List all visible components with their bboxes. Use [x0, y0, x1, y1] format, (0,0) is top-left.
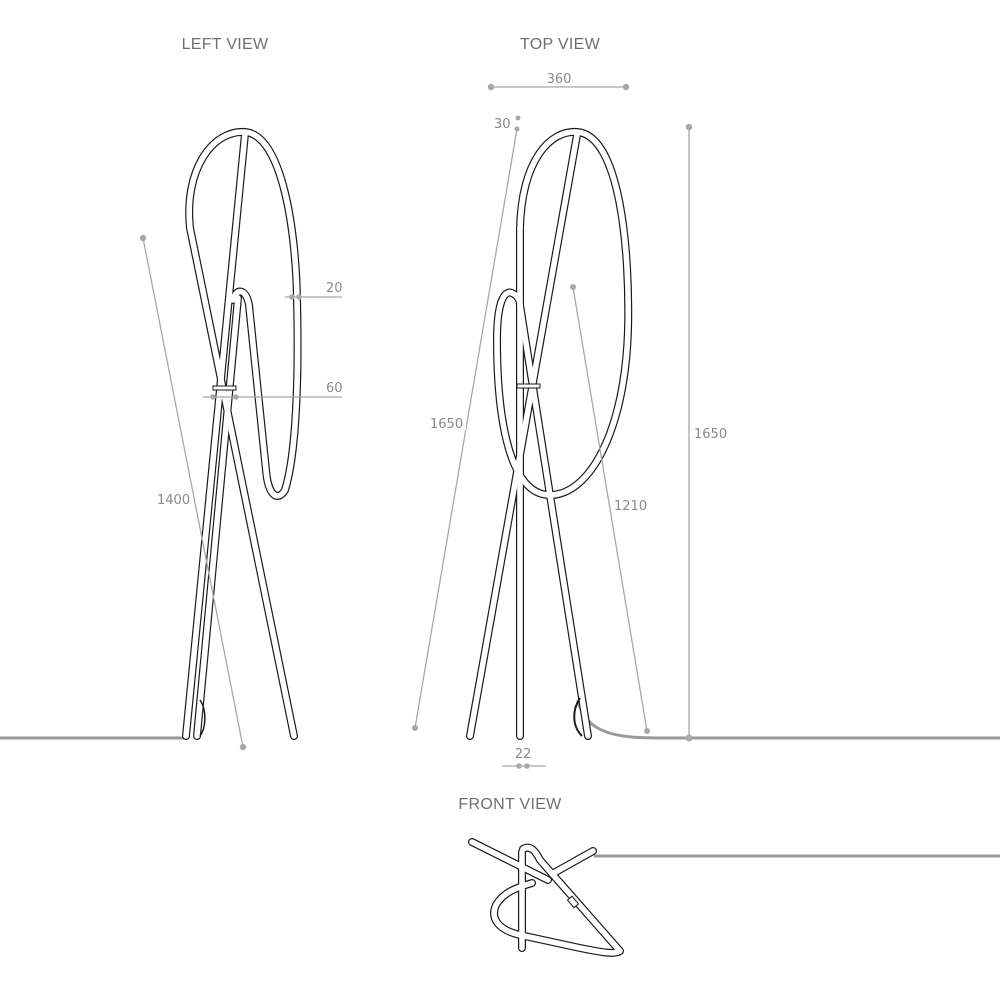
- top-view-lamp: [466, 127, 633, 740]
- dim-diag-1650: 1650: [412, 128, 518, 731]
- cable-clip-top: [573, 697, 583, 737]
- dim-leg-1400: 1400: [139, 234, 247, 751]
- cable-left: [199, 699, 206, 737]
- dim-label-1210: 1210: [614, 499, 647, 514]
- left-view-title: LEFT VIEW: [182, 36, 269, 53]
- top-view-title: TOP VIEW: [520, 36, 601, 53]
- dim-label-30: 30: [494, 117, 511, 132]
- dim-label-60: 60: [326, 381, 343, 396]
- dim-base-22: 22: [502, 747, 546, 769]
- ring-left: [212, 385, 237, 391]
- dim-inner-1210: 1210: [570, 284, 650, 734]
- dim-label-22: 22: [515, 747, 532, 762]
- dim-height-1650: 1650: [685, 123, 727, 742]
- dim-label-360: 360: [547, 72, 572, 87]
- cable-top-view: [576, 699, 1000, 740]
- ring-top: [516, 383, 541, 389]
- dim-ring-60: 60: [203, 381, 343, 400]
- dim-label-20: 20: [326, 281, 343, 296]
- dim-label-1400: 1400: [157, 493, 190, 508]
- front-view-lamp: [468, 838, 624, 957]
- dim-tube-20: 20: [285, 281, 343, 300]
- dim-label-1650-diag: 1650: [430, 417, 463, 432]
- front-view-title: FRONT VIEW: [458, 796, 562, 813]
- dim-label-1650-height: 1650: [694, 427, 727, 442]
- ring-front: [566, 895, 580, 909]
- left-view-lamp: [182, 127, 302, 740]
- dim-width-360: 360: [487, 72, 630, 91]
